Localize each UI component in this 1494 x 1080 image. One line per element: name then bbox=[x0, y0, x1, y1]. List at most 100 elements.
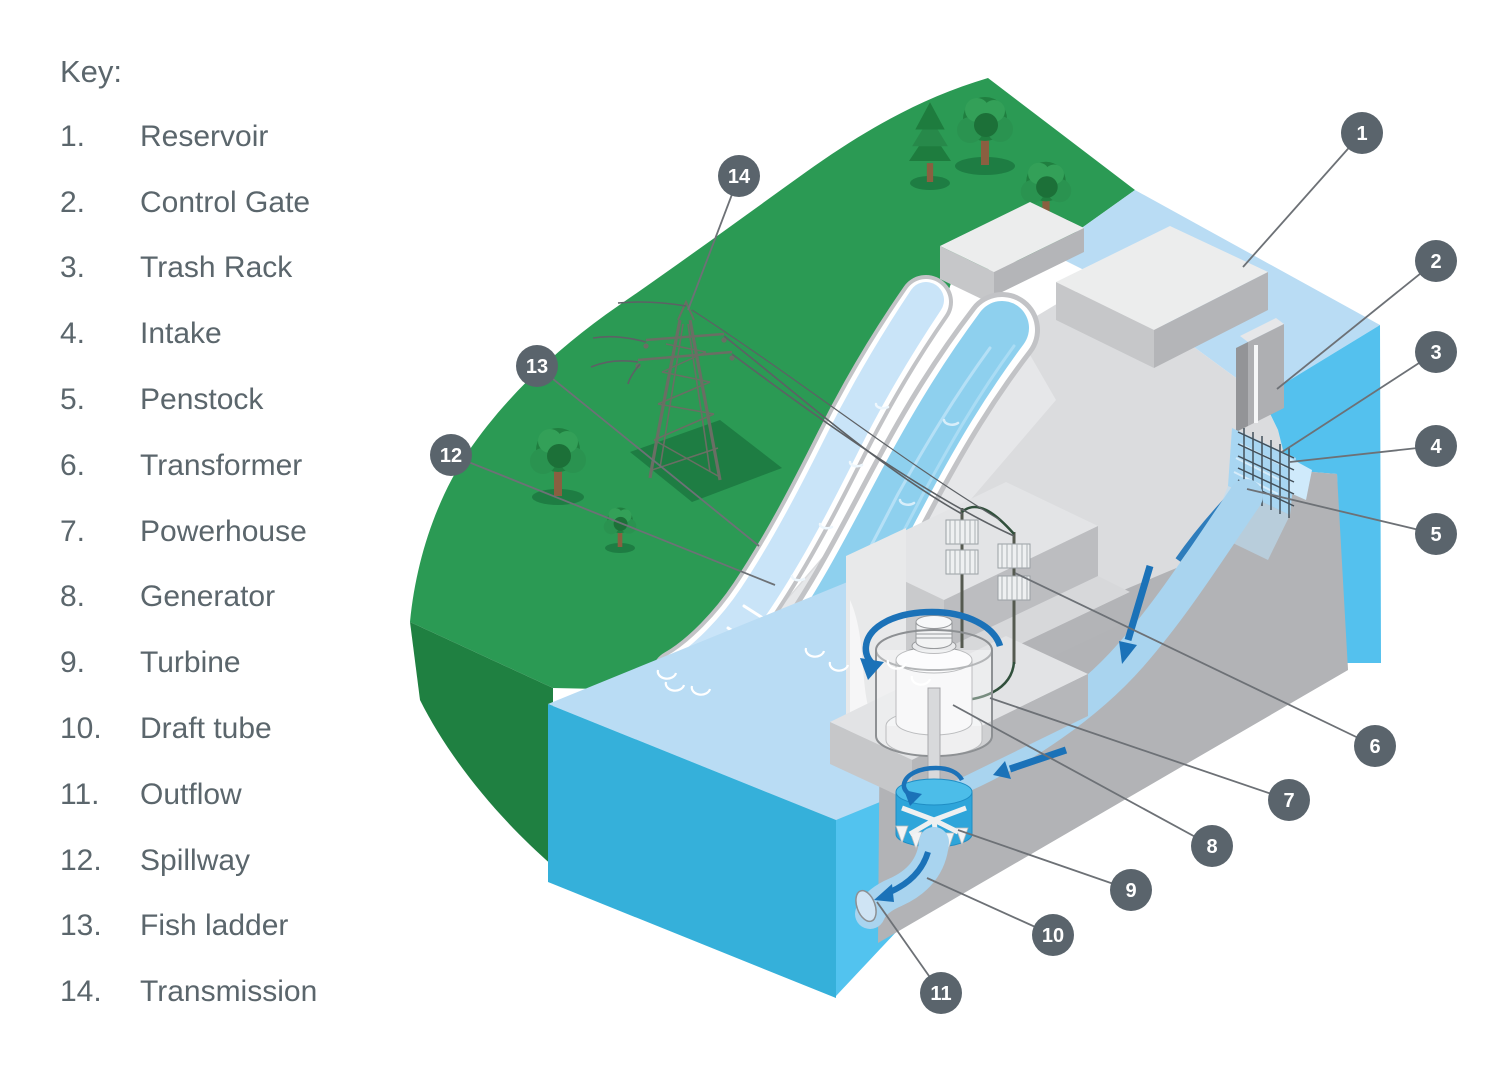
key-item-8: 8. Generator bbox=[60, 565, 317, 631]
callout-trash-rack: 3 bbox=[1281, 331, 1457, 453]
key-item-10: 10.Draft tube bbox=[60, 696, 317, 762]
key-item-number: 2. bbox=[60, 185, 86, 219]
generator-rotation-arrow bbox=[860, 608, 1004, 680]
callout-line-transmission bbox=[687, 175, 740, 311]
key-item-label: Penstock bbox=[140, 383, 264, 417]
callout-circle-reservoir bbox=[1341, 112, 1383, 154]
callout-circle-spillway bbox=[430, 434, 472, 476]
key-item-number: 13. bbox=[60, 909, 102, 943]
key-item-12: 12.Spillway bbox=[60, 828, 317, 894]
callout-number: 8 bbox=[1206, 836, 1217, 858]
transmission-tower bbox=[635, 299, 735, 481]
hill-cliff-face bbox=[410, 622, 553, 866]
key-item-number: 6. bbox=[60, 448, 86, 482]
turbine-rotation-arrow bbox=[901, 765, 965, 806]
key-item-number: 10. bbox=[60, 712, 102, 746]
key-item-number: 1. bbox=[60, 119, 86, 153]
callout-circle-fish-ladder bbox=[516, 345, 558, 387]
callout-number: 11 bbox=[930, 983, 951, 1005]
callout-circle-control-gate bbox=[1415, 240, 1457, 282]
callout-reservoir: 1 bbox=[1242, 112, 1383, 268]
callout-line-trash-rack bbox=[1281, 351, 1437, 453]
tower-shadow bbox=[630, 420, 782, 502]
callout-draft-tube: 10 bbox=[926, 877, 1074, 956]
key-item-label: Outflow bbox=[140, 777, 242, 811]
key-item-label: Transformer bbox=[140, 448, 303, 482]
key-item-label: Fish ladder bbox=[140, 909, 289, 943]
callout-number: 4 bbox=[1430, 436, 1442, 458]
callout-transformer: 6 bbox=[1014, 572, 1396, 767]
tailwater-left-face bbox=[548, 704, 836, 998]
callout-circle-outflow bbox=[920, 972, 962, 1014]
key-item-label: Control Gate bbox=[140, 185, 311, 219]
control-gate bbox=[1236, 318, 1284, 432]
callout-number: 7 bbox=[1283, 790, 1294, 812]
callout-line-transformer bbox=[1014, 572, 1376, 747]
callout-line-spillway bbox=[450, 454, 776, 586]
callout-circle-generator bbox=[1191, 825, 1233, 867]
dam-crest bbox=[940, 202, 1268, 368]
turbine-shaft bbox=[927, 687, 941, 795]
callout-number: 1 bbox=[1356, 123, 1367, 145]
callout-fish-ladder: 13 bbox=[516, 345, 760, 547]
transformer bbox=[934, 505, 1031, 702]
callout-circle-penstock bbox=[1415, 513, 1457, 555]
key-item-number: 5. bbox=[60, 383, 86, 417]
callout-generator: 8 bbox=[952, 704, 1233, 867]
callout-turbine: 9 bbox=[957, 829, 1152, 911]
reservoir-right-wall bbox=[1262, 325, 1381, 663]
callout-number: 13 bbox=[526, 356, 548, 378]
callout-number: 2 bbox=[1430, 251, 1441, 273]
key-item-3: 3. Trash Rack bbox=[60, 236, 317, 302]
dam-foundation bbox=[878, 470, 1348, 943]
key-item-number: 7. bbox=[60, 514, 86, 548]
key-item-11: 11. Outflow bbox=[60, 762, 317, 828]
callout-circle-draft-tube bbox=[1032, 914, 1074, 956]
key-item-14: 14. Transmission bbox=[60, 959, 317, 1025]
key-item-9: 9.Turbine bbox=[60, 630, 317, 696]
callout-line-intake bbox=[1289, 445, 1437, 463]
tree-shadow bbox=[955, 157, 1015, 175]
key-item-label: Generator bbox=[140, 580, 276, 614]
penstock-flow-arrow bbox=[993, 565, 1154, 779]
callout-circle-turbine bbox=[1110, 869, 1152, 911]
callout-line-turbine bbox=[957, 829, 1132, 891]
callout-circle-transmission bbox=[718, 155, 760, 197]
callout-circle-transformer bbox=[1354, 725, 1396, 767]
key-item-label: Spillway bbox=[140, 843, 251, 877]
callout-powerhouse: 7 bbox=[989, 697, 1310, 821]
outflow-arrow bbox=[874, 851, 931, 902]
key-item-2: 2. Control Gate bbox=[60, 170, 317, 236]
callout-line-fish-ladder bbox=[536, 365, 760, 547]
key-item-label: Transmission bbox=[140, 975, 318, 1009]
callout-control-gate: 2 bbox=[1276, 240, 1457, 390]
callout-number: 12 bbox=[440, 445, 462, 467]
callout-line-control-gate bbox=[1276, 260, 1437, 390]
callout-intake: 4 bbox=[1289, 425, 1457, 467]
callout-outflow: 11 bbox=[876, 901, 962, 1014]
callout-number: 9 bbox=[1125, 880, 1136, 902]
key-item-number: 11. bbox=[60, 777, 100, 811]
callout-number: 3 bbox=[1430, 342, 1441, 364]
key-item-number: 9. bbox=[60, 646, 86, 680]
callout-line-reservoir bbox=[1242, 132, 1363, 268]
key-item-number: 3. bbox=[60, 251, 86, 285]
key-item-number: 14. bbox=[60, 975, 102, 1009]
callout-line-draft-tube bbox=[926, 877, 1054, 936]
callout-line-powerhouse bbox=[989, 697, 1290, 801]
callout-number: 10 bbox=[1042, 925, 1064, 947]
key-item-label: Powerhouse bbox=[140, 514, 307, 548]
key-item-6: 6. Transformer bbox=[60, 433, 317, 499]
key-item-label: Reservoir bbox=[140, 119, 269, 153]
key-item-13: 13. Fish ladder bbox=[60, 894, 317, 960]
callout-line-generator bbox=[952, 704, 1213, 847]
tree-shadow bbox=[605, 543, 635, 553]
key-item-label: Trash Rack bbox=[140, 251, 293, 285]
callout-circle-intake bbox=[1415, 425, 1457, 467]
key-item-number: 8. bbox=[60, 580, 86, 614]
